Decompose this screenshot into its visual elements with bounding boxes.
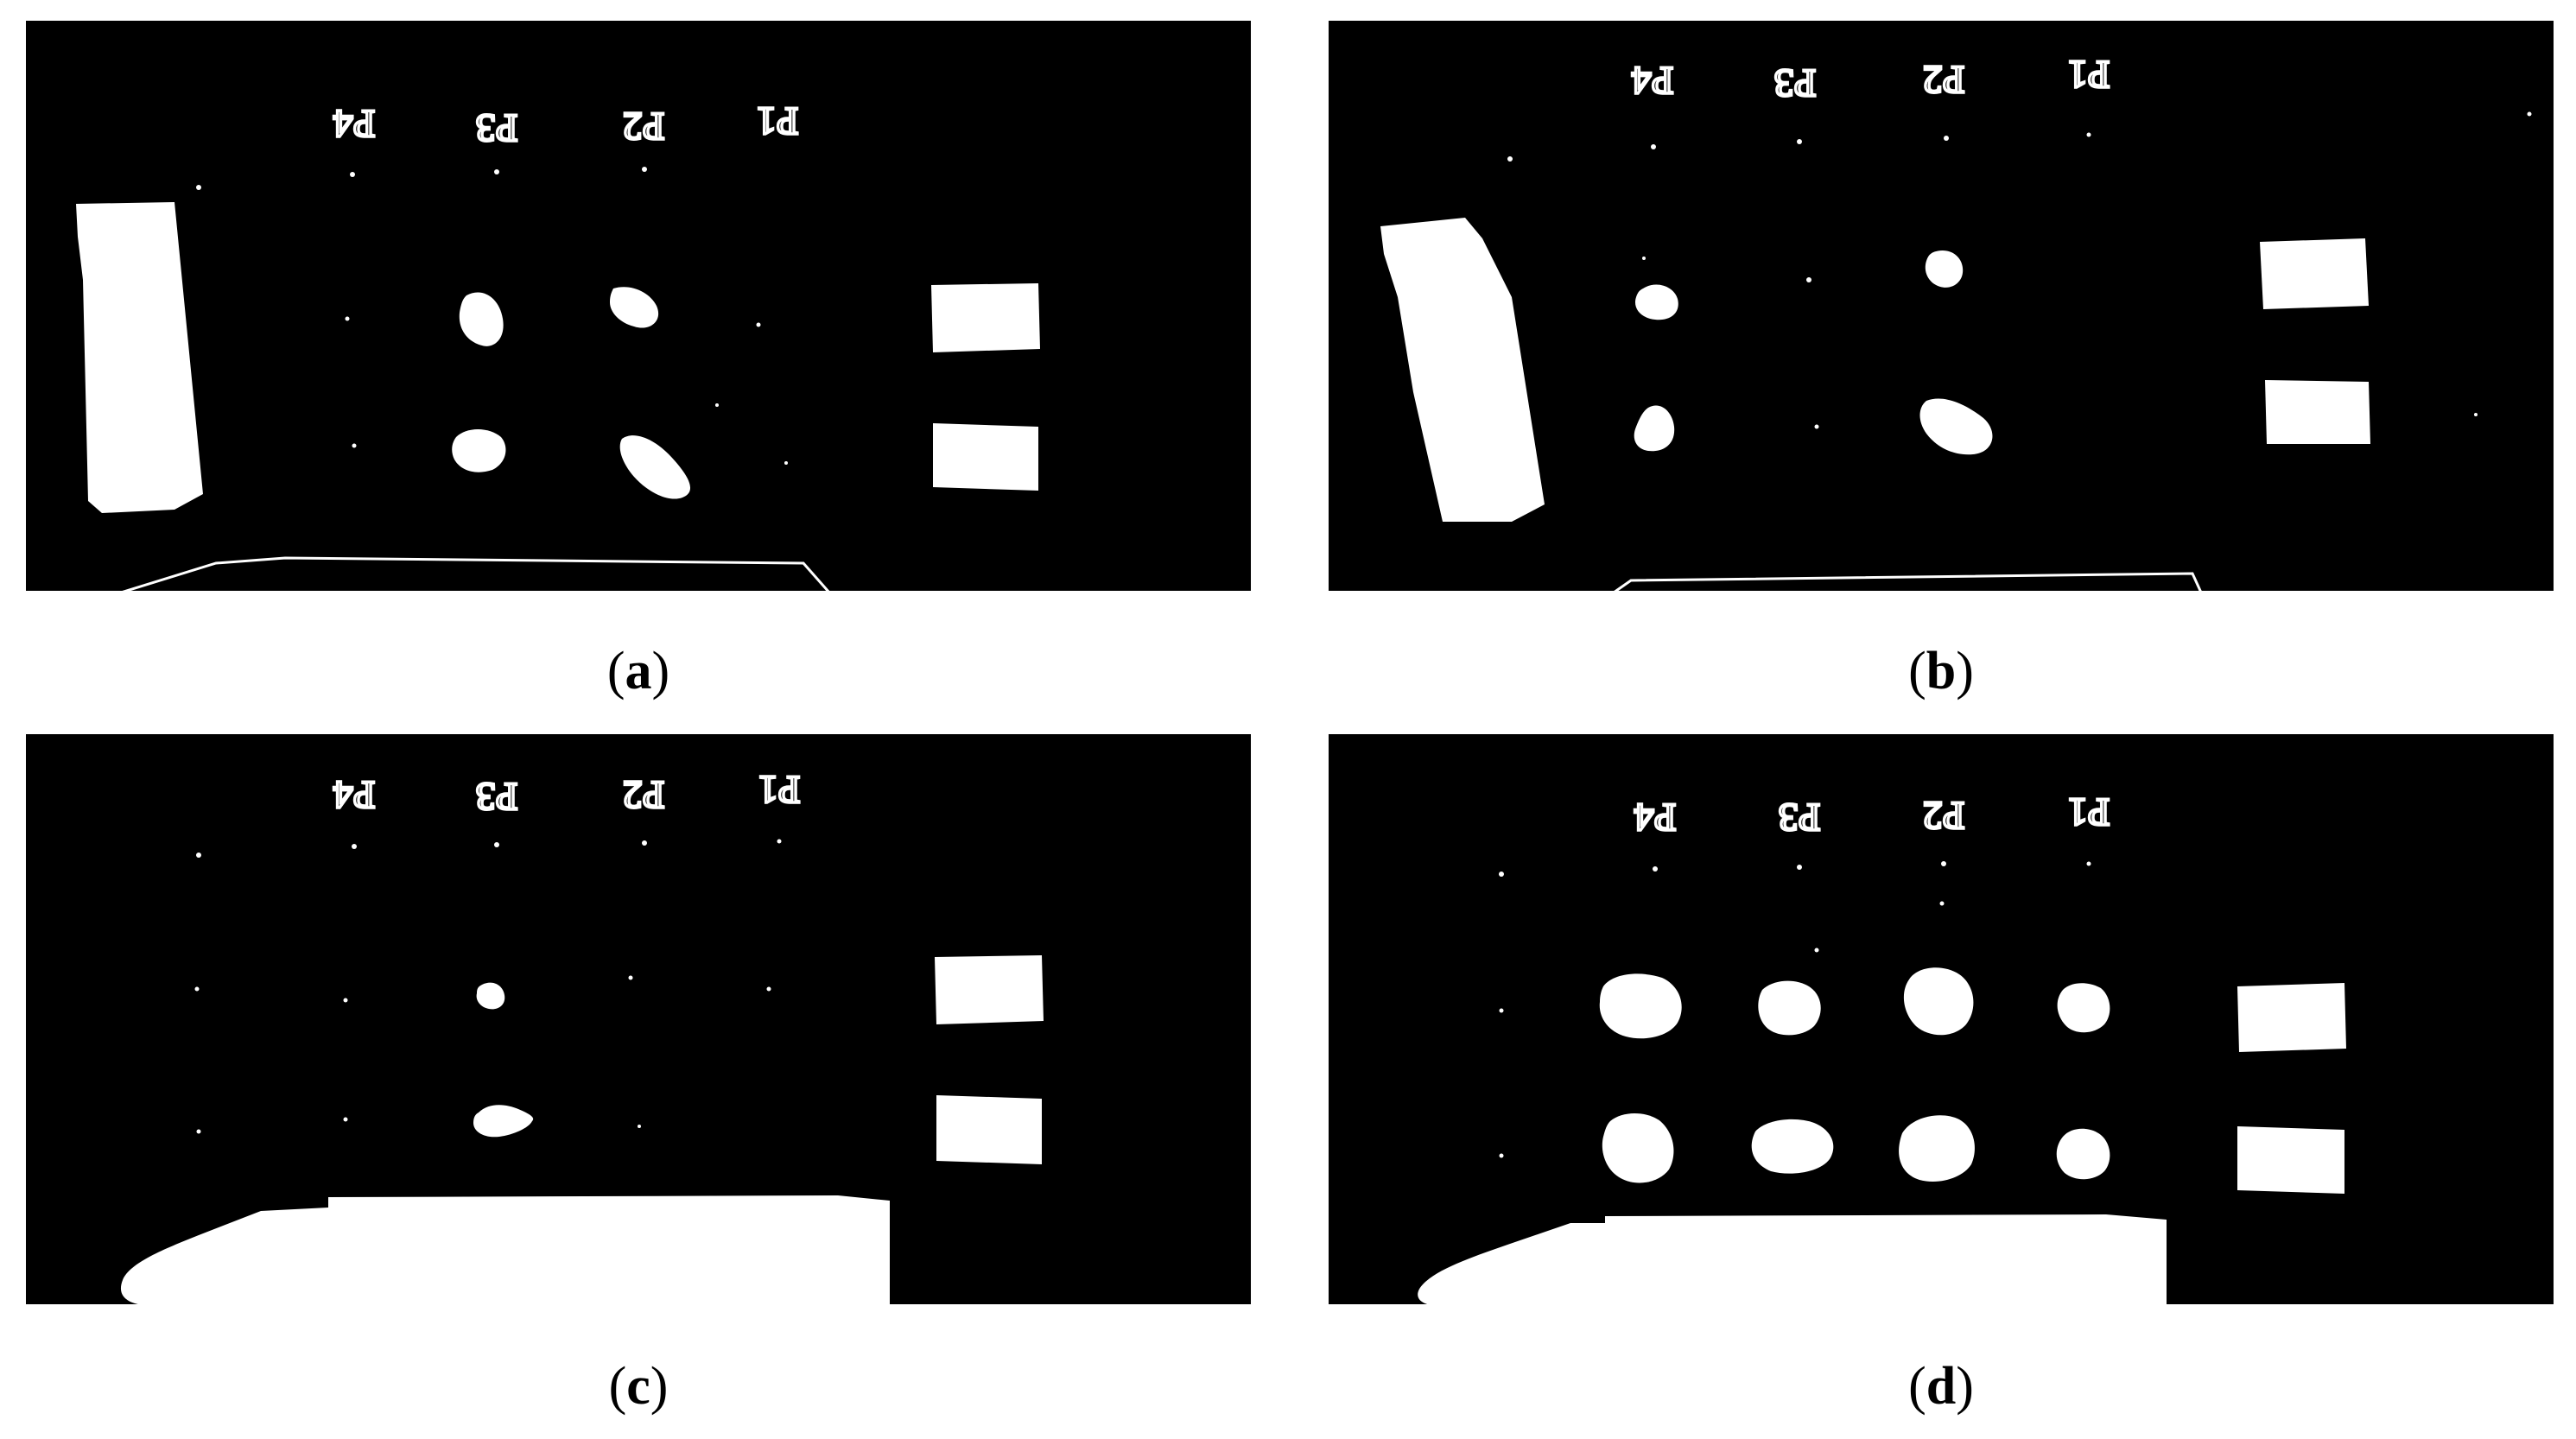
panel-b-specks: [1507, 111, 2532, 446]
panel-d-blob-p1-top: [2057, 983, 2110, 1033]
panel-c-label-p4: P4: [333, 773, 376, 817]
panel-d-specks: [1499, 861, 2091, 1158]
panel-d: P4 P3 P2 P1: [1329, 734, 2554, 1304]
panel-b-label-p2: P2: [1923, 58, 1965, 102]
panel-d-blob-p3-top: [1758, 980, 1821, 1036]
panel-a-rect-top: [931, 283, 1040, 352]
panel-d-label-p2: P2: [1923, 794, 1965, 838]
panel-b-blob-p4-top: [1634, 284, 1678, 320]
panel-b-label-p4: P4: [1632, 59, 1674, 103]
panel-c-image: P4 P3 P2 P1: [121, 766, 1044, 1304]
panel-b-image: P4 P3 P2 P1: [1380, 51, 2532, 591]
panel-c-label-p1: P1: [758, 768, 801, 812]
panel-d-rect-top: [2237, 983, 2346, 1052]
caption-a: (a): [606, 642, 670, 700]
panel-a-specks: [196, 167, 788, 465]
panel-b-rect-bottom: [2265, 380, 2370, 444]
panel-a-rect-bottom: [933, 423, 1038, 491]
panel-c-tray: [121, 1195, 890, 1304]
panel-b: P4 P3 P2 P1: [1329, 21, 2554, 591]
panel-a-label-p2: P2: [623, 105, 665, 149]
panel-b-label-p3: P3: [1774, 61, 1817, 105]
panel-b-blob-p2-bottom: [1919, 398, 1993, 455]
panel-c-label-p3: P3: [476, 775, 518, 819]
caption-b: (b): [1908, 642, 1974, 700]
panel-d-label-p4: P4: [1634, 796, 1677, 840]
panel-a-blob-p3-bottom: [452, 429, 506, 472]
panel-b-blob-p2-top: [1925, 250, 1964, 288]
panel-c-rect-bottom: [936, 1095, 1042, 1164]
panel-a-blob-p2-top: [610, 287, 659, 328]
panel-d-blob-p3-bottom: [1751, 1119, 1834, 1174]
panel-a: P4 P3 P2 P1: [26, 21, 1251, 591]
panel-d-rect-bottom: [2237, 1126, 2344, 1194]
panel-d-label-p3: P3: [1779, 796, 1821, 840]
panel-a-label-p1: P1: [757, 99, 799, 143]
panel-a-blob-p3-top: [459, 292, 504, 346]
panel-c-label-p2: P2: [623, 773, 665, 817]
panel-a-label-p3: P3: [476, 106, 518, 150]
panel-d-blob-p2-bottom: [1899, 1115, 1975, 1182]
panel-c-specks: [194, 839, 782, 1134]
panel-d-image: P4 P3 P2 P1: [1418, 789, 2346, 1304]
panel-b-tray-outline: [1614, 572, 2202, 591]
panel-b-rect-top: [2260, 238, 2369, 309]
panel-b-white-strip: [1380, 218, 1545, 522]
panel-d-blob-p2-top: [1903, 967, 1974, 1036]
panel-d-tray: [1418, 1214, 2167, 1304]
panel-c-rect-top: [935, 955, 1044, 1024]
panel-b-blob-p4-bottom: [1634, 405, 1675, 452]
panel-a-image: P4 P3 P2 P1: [76, 98, 1040, 591]
panel-a-label-p4: P4: [333, 102, 376, 146]
caption-c: (c): [608, 1357, 669, 1416]
panel-c-blob-p3-top: [476, 982, 505, 1010]
caption-d: (d): [1908, 1357, 1974, 1416]
panel-d-label-p1: P1: [2068, 790, 2110, 834]
panel-c-blob-p3-bottom: [473, 1105, 534, 1138]
panel-a-tray-outline: [122, 556, 830, 591]
panel-d-blob-p1-bottom: [2056, 1128, 2110, 1180]
panel-b-label-p1: P1: [2068, 53, 2110, 97]
panel-a-blob-p2-bottom: [619, 435, 691, 499]
panel-c: P4 P3 P2 P1: [26, 734, 1251, 1304]
panel-d-blob-p4-top: [1599, 973, 1682, 1039]
panel-d-blob-p4-bottom: [1602, 1113, 1674, 1183]
panel-a-white-strip: [76, 202, 203, 513]
